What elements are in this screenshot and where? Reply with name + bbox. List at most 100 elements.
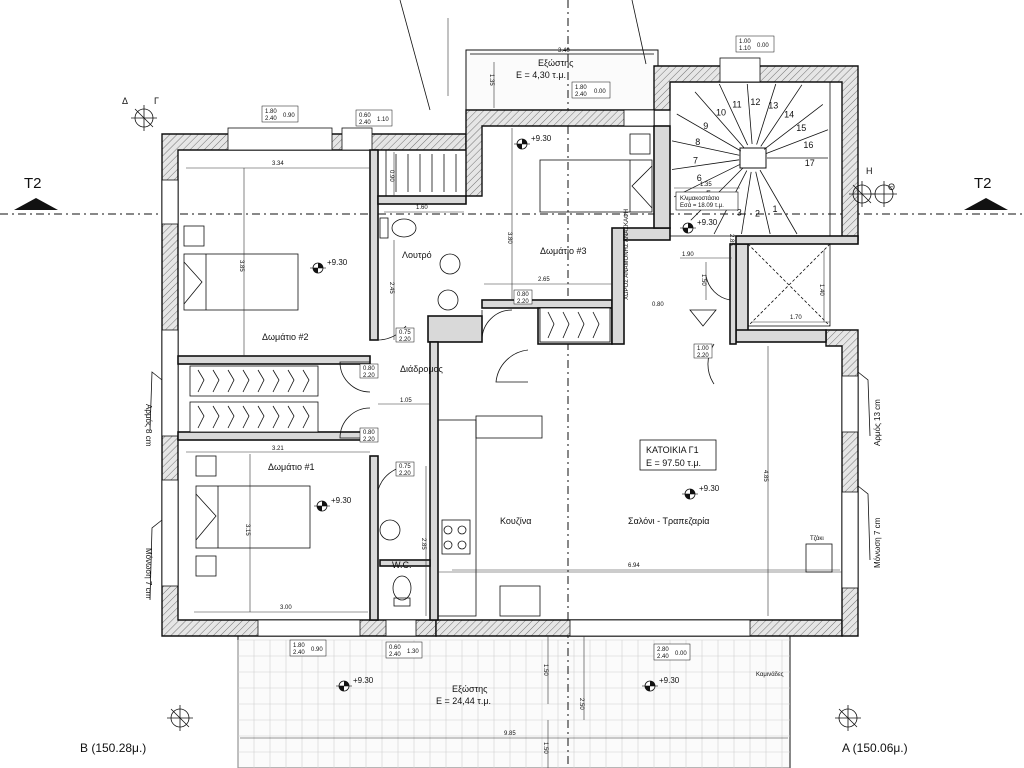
svg-text:2.40: 2.40 <box>657 654 669 660</box>
elevation-marker: +9.30 <box>682 484 720 500</box>
stair-tread <box>671 140 740 156</box>
room-label-corridor: Διάδρομος <box>400 364 444 374</box>
stair-step-number: 16 <box>803 140 813 150</box>
svg-text:2.20: 2.20 <box>517 299 529 305</box>
dim-text: 1.40 <box>818 284 824 296</box>
elevation-text: +9.30 <box>531 134 552 143</box>
dim-text: 1.05 <box>400 398 412 404</box>
bed-room-3 <box>539 133 653 213</box>
svg-text:0.00: 0.00 <box>594 89 606 95</box>
stair-area-label: Κλιμακοστάσιο <box>680 195 720 202</box>
svg-text:0.60: 0.60 <box>359 113 371 119</box>
balcony-top-label: Εξώστης <box>538 58 574 68</box>
room-label-bathroom: Λουτρό <box>402 250 432 260</box>
dim-text: 9.85 <box>504 731 516 737</box>
side-note-left-bottom: Μόνωση 7 cm <box>144 548 153 599</box>
elevation-text: +9.30 <box>327 258 348 267</box>
dim-text: 0.90 <box>388 170 394 182</box>
svg-text:0.75: 0.75 <box>399 330 411 336</box>
svg-text:2.20: 2.20 <box>399 471 411 477</box>
dimension-lines <box>186 53 840 768</box>
elevation-marker: +9.30 <box>310 258 348 274</box>
door-tag: 0.75 2.20 <box>395 461 415 477</box>
wall-openings <box>161 57 859 637</box>
stair-step-number: 12 <box>750 97 760 107</box>
stair-tread <box>763 104 824 150</box>
elevation-text: +9.30 <box>697 218 718 227</box>
elevation-text: +9.30 <box>353 676 374 685</box>
svg-text:2.40: 2.40 <box>293 650 305 656</box>
elevation-text: +9.30 <box>331 496 352 505</box>
survey-points: Δ Γ Η Θ Β (150.28μ.) Α (150.06μ.) <box>80 96 908 755</box>
crosshair-icon <box>871 181 897 207</box>
apartment-name: ΚΑΤΟΙΚΙΑ Γ1 <box>646 445 699 455</box>
dim-text: 1.35 <box>488 74 494 86</box>
stair-step-number: 11 <box>732 100 741 110</box>
door-tag: 0.75 2.20 <box>395 327 415 343</box>
svg-text:2.40: 2.40 <box>575 92 587 98</box>
stair-tread <box>766 129 829 154</box>
stair-step-number: 8 <box>695 137 700 147</box>
stair-tread <box>676 113 742 152</box>
corner-label-left: Β (150.28μ.) <box>80 741 146 755</box>
stair-step-number: 2 <box>755 209 760 219</box>
bed-room-1 <box>195 455 311 577</box>
stair-step-number: 13 <box>768 100 778 110</box>
svg-text:0.00: 0.00 <box>675 651 687 657</box>
stair-step-number: 3 <box>737 208 742 218</box>
svg-text:0.75: 0.75 <box>399 464 411 470</box>
elevator-shaft <box>689 243 831 327</box>
dim-text: 2.65 <box>538 277 550 283</box>
dim-text: 1.60 <box>416 205 428 211</box>
svg-text:0.00: 0.00 <box>757 43 769 49</box>
balcony-top-area: Ε = 4,30 τ.μ. <box>516 70 566 80</box>
apartment-info-box: ΚΑΤΟΙΚΙΑ Γ1 Ε = 97.50 τ.μ. <box>639 439 717 471</box>
window-tag: 2.80 2.40 0.00 <box>653 643 691 661</box>
construction-lines <box>399 0 647 768</box>
stair-tread <box>755 171 771 235</box>
svg-text:1.30: 1.30 <box>407 649 419 655</box>
dim-text: 2.85 <box>420 538 426 550</box>
stair-step-number: 7 <box>693 155 698 165</box>
section-label-right: T2 <box>974 175 992 192</box>
dimension-texts: 3.34 3.85 3.21 3.15 3.00 1.60 0.90 2.45 … <box>238 48 824 754</box>
apartment-area: Ε = 97.50 τ.μ. <box>646 458 701 468</box>
dim-text: 3.80 <box>506 232 512 244</box>
svg-text:0.60: 0.60 <box>389 645 401 651</box>
dim-text: 1.50 <box>700 274 706 286</box>
balcony-bottom-area: Ε = 24,44 τ.μ. <box>436 696 491 706</box>
stair-tread <box>673 163 741 198</box>
side-notes: Αρμός 8 cm Μόνωση 7 cm Αρμός 13 cm Μόνωσ… <box>144 371 882 601</box>
exterior-walls <box>161 65 859 637</box>
stair-step-number: 6 <box>697 173 702 183</box>
door-labels: 0.75 2.20 0.80 2.20 0.80 2.20 0.75 2.20 … <box>359 289 713 477</box>
window-labels: 1.80 2.40 0.90 0.60 2.40 1.10 1.80 2.40 … <box>261 35 775 661</box>
stair-tread <box>760 84 803 147</box>
svg-text:1.80: 1.80 <box>575 85 587 91</box>
window-tag: 1.80 2.40 0.00 <box>571 81 611 99</box>
stair-step-number: 17 <box>805 158 815 168</box>
svg-text:0.80: 0.80 <box>517 292 529 298</box>
svg-text:2.20: 2.20 <box>363 373 375 379</box>
svg-text:1.10: 1.10 <box>377 117 389 123</box>
stair-area-value: Εσά = 18.09 τ.μ. <box>680 202 724 209</box>
dim-text: 3.21 <box>272 446 284 452</box>
stair-step-number: 1 <box>773 204 778 214</box>
svg-text:2.40: 2.40 <box>389 652 401 658</box>
room-label-kitchen: Κουζίνα <box>500 516 532 526</box>
svg-text:2.20: 2.20 <box>697 353 709 359</box>
svg-text:2.20: 2.20 <box>363 437 375 443</box>
room-label-elevator-space: ΧΩΡΟΣ ΑΝΑΜΟΝΗΣ ΑΝΑΣΚΑΦΗ <box>624 209 630 300</box>
door-tag: 0.80 2.20 <box>513 289 533 305</box>
svg-text:1.80: 1.80 <box>265 109 277 115</box>
corner-label-right: Α (150.06μ.) <box>842 741 908 755</box>
elevation-marker: +9.30 <box>514 134 552 150</box>
section-arrow-right-icon <box>964 198 1008 210</box>
room-label-living: Σαλόνι - Τραπεζαρία <box>628 516 709 526</box>
svg-text:1.00: 1.00 <box>739 39 751 45</box>
stair-step-number: 15 <box>796 123 806 133</box>
bed-room-2 <box>183 225 299 311</box>
point-theta: Θ <box>888 182 895 192</box>
svg-text:0.90: 0.90 <box>283 113 295 119</box>
